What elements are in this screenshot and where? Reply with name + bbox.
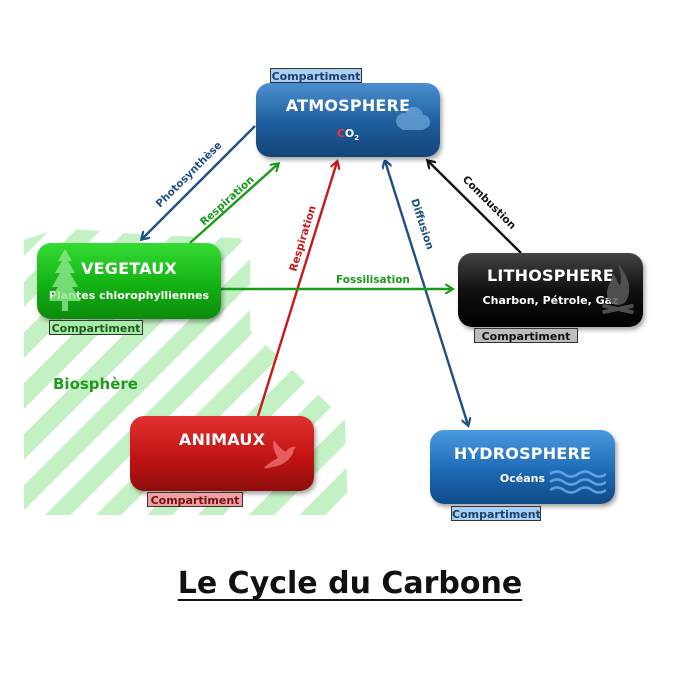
animaux-name: ANIMAUX	[178, 430, 266, 449]
vegetaux-name: VEGETAUX	[81, 259, 177, 278]
hydrosphere-box: HYDROSPHERE Océans	[430, 430, 615, 504]
page-title-text: Le Cycle du Carbone	[177, 566, 523, 601]
hydrosphere-subtitle: Océans	[499, 472, 546, 485]
label-photosynthese: Photosynthèse	[154, 139, 225, 210]
animaux-compartment-tag: Compartiment	[147, 492, 243, 507]
lithosphere-subtitle: Charbon, Pétrole, Gaz	[482, 294, 619, 307]
cloud-icon	[396, 107, 430, 130]
animaux-box: ANIMAUX	[130, 416, 314, 491]
vegetaux-subtitle: Plantes chlorophylliennes	[48, 289, 210, 302]
vegetaux-compartment-tag: Compartiment	[49, 320, 143, 335]
lithosphere-name: LITHOSPHERE	[486, 266, 615, 285]
label-diffusion: Diffusion	[408, 197, 436, 251]
label-respiration-vegetaux: Respiration	[198, 174, 257, 229]
fire-icon	[602, 263, 634, 314]
waves-icon	[549, 470, 606, 494]
atmosphere-compartment-tag: Compartiment	[270, 68, 362, 83]
atmosphere-box: ATMOSPHERE CO2	[256, 83, 440, 157]
atmosphere-name: ATMOSPHERE	[285, 96, 411, 115]
co2-oxygen: O	[344, 127, 355, 140]
biosphere-label: Biosphère	[53, 375, 138, 393]
co2-subscript: 2	[354, 134, 360, 143]
co2-carbon: C	[336, 127, 345, 140]
tree-icon	[49, 249, 81, 311]
vegetaux-box: VEGETAUX Plantes chlorophylliennes	[37, 243, 221, 319]
bird-icon	[264, 440, 296, 469]
label-fossilisation: Fossilisation	[336, 274, 410, 286]
hydrosphere-compartment-tag: Compartiment	[451, 506, 541, 521]
arrow-combustion	[428, 161, 522, 254]
hydrosphere-name: HYDROSPHERE	[453, 444, 592, 463]
page-title: Le Cycle du Carbone	[0, 566, 700, 601]
lithosphere-box: LITHOSPHERE Charbon, Pétrole, Gaz	[458, 253, 643, 327]
arrow-diffusion	[385, 161, 468, 425]
lithosphere-compartment-tag: Compartiment	[474, 328, 578, 343]
arrow-photosynthese	[142, 125, 256, 239]
co2-formula: CO2	[256, 127, 440, 142]
arrow-respiration-vegetaux	[189, 164, 278, 244]
